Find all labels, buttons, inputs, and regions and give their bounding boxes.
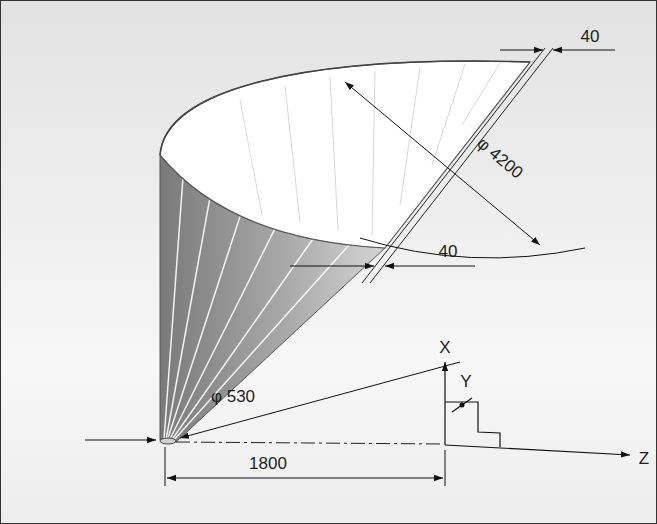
- coordinate-axes: [445, 362, 630, 455]
- dimension-value: 40: [581, 28, 600, 45]
- axis-label: X: [439, 339, 450, 356]
- center-line: [176, 442, 444, 444]
- axis-label: Y: [460, 373, 471, 390]
- inner-hatching: [240, 63, 500, 235]
- extension-lines: [362, 48, 553, 283]
- rim-edge: [160, 61, 530, 155]
- dimension-lines: [85, 50, 615, 486]
- diameter-value: φ 4200: [474, 134, 526, 181]
- small-end: [160, 438, 176, 444]
- dimension-value: 1800: [249, 455, 287, 472]
- cone-inner-surface: [160, 61, 530, 248]
- y-axis-dot: [460, 403, 465, 408]
- diameter-value: φ 530: [211, 388, 255, 405]
- axis-label: Z: [639, 450, 649, 467]
- dimension-value: 40: [439, 243, 458, 260]
